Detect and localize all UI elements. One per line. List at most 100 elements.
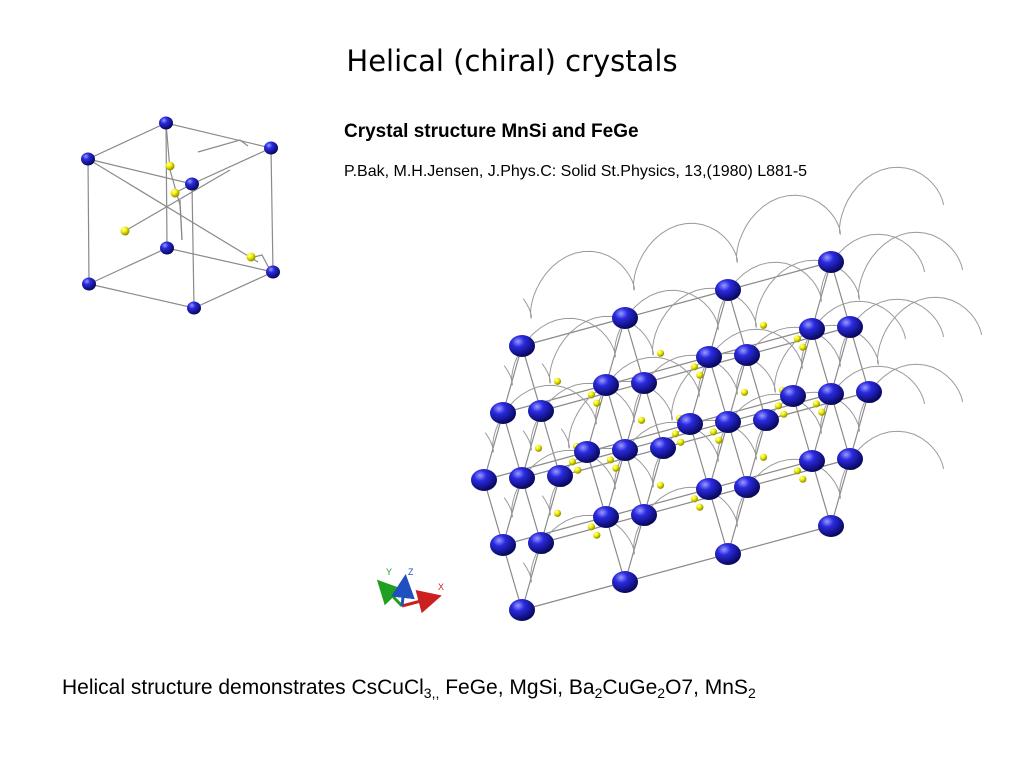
lattice-bond [708, 356, 729, 423]
si-atom [740, 388, 749, 396]
si-atom [696, 503, 704, 511]
lattice-bond [811, 460, 832, 527]
lattice-bond [502, 345, 523, 414]
si-atom [715, 436, 723, 444]
mn-atom [612, 571, 638, 593]
si-atom [759, 453, 768, 461]
helix-path [541, 231, 963, 384]
lattice-bond [727, 354, 748, 423]
si-atom [534, 444, 543, 452]
mn-atom [547, 465, 573, 487]
lattice-bond [521, 317, 626, 347]
mn-atom [696, 478, 722, 500]
lattice-bond [792, 328, 813, 397]
footer-sub-1: 3,, [423, 685, 440, 701]
lattice-bond [708, 289, 729, 358]
lattice-bond [830, 326, 851, 395]
reference-citation: P.Bak, M.H.Jensen, J.Phys.C: Solid St.Ph… [344, 163, 808, 180]
x-axis-arrow [401, 590, 442, 614]
helix-path [522, 166, 944, 319]
footer-sub-3: 2 [657, 685, 666, 701]
si-atom [780, 410, 788, 418]
lattice-bond [830, 261, 851, 328]
y-axis-label: Y [386, 567, 392, 577]
lattice-bond [502, 544, 523, 611]
lattice-bond [811, 393, 832, 462]
si-atom [606, 456, 615, 464]
si-atom [587, 391, 596, 399]
lattice-bond [811, 261, 832, 330]
lattice-bond [624, 289, 729, 319]
mn-atom [753, 409, 779, 431]
mn-atom [677, 413, 703, 435]
si-atom [812, 400, 821, 408]
si-atom [818, 408, 826, 416]
mn-atom [856, 381, 882, 403]
lattice-bond [521, 345, 542, 412]
lattice-bond [483, 412, 504, 481]
lattice-bond [727, 289, 748, 356]
lattice-bond [483, 479, 504, 546]
slide-title: Helical (chiral) crystals [346, 44, 678, 78]
mn-atom [490, 402, 516, 424]
mn-atom [509, 467, 535, 489]
footer-text: Helical structure demonstrates CsCuCl3,,… [62, 676, 756, 700]
lattice-bond [643, 447, 664, 516]
lattice-bond [624, 553, 729, 583]
lattice-bond [605, 356, 710, 386]
footer-part-3: CuGe [602, 676, 658, 699]
mn-atom [528, 532, 554, 554]
mn-atom [593, 374, 619, 396]
z-axis-label: Z [408, 567, 414, 577]
si-atom [774, 402, 783, 410]
lattice-bond [586, 384, 607, 453]
lattice-bond [624, 317, 645, 384]
si-atom [553, 509, 562, 517]
lattice-bond [502, 516, 607, 546]
si-atom [696, 371, 704, 379]
lattice-bond [605, 317, 626, 386]
mn-atom [734, 344, 760, 366]
si-atom [574, 466, 582, 474]
mn-atom [799, 450, 825, 472]
mn-atom [715, 543, 741, 565]
lattice-bond [708, 488, 729, 555]
mn-atom [509, 335, 535, 357]
si-atom [709, 428, 718, 436]
mn-atom [574, 441, 600, 463]
axis-triad: X Y Z [376, 567, 444, 614]
z-axis-arrow [391, 574, 415, 607]
lattice-bond [727, 486, 748, 555]
mn-atom [818, 383, 844, 405]
si-atom [799, 343, 807, 351]
footer-part-4: O7, MnS [665, 676, 748, 699]
lattice-bond [483, 451, 588, 481]
lattice-bond [586, 423, 691, 453]
lattice-bond [605, 449, 626, 518]
si-atom [690, 363, 699, 371]
lattice-bond [689, 423, 710, 490]
mn-atom [631, 372, 657, 394]
lattice-bond [708, 460, 813, 490]
mn-atom [650, 437, 676, 459]
mn-atom [593, 506, 619, 528]
si-atom [671, 430, 680, 438]
lattice-bond [689, 395, 794, 425]
mn-atom [780, 385, 806, 407]
lattice-bond [708, 328, 813, 358]
si-atom [593, 399, 601, 407]
lattice-bond [811, 328, 832, 395]
mn-atom [631, 504, 657, 526]
footer-part-2: FeGe, MgSi, Ba [439, 676, 595, 699]
mn-atom [818, 515, 844, 537]
mn-atom [715, 279, 741, 301]
mn-atom [837, 448, 863, 470]
lattice-bond [605, 488, 710, 518]
unit-cell-diagram [81, 116, 280, 315]
si-atom [677, 438, 685, 446]
y-axis-arrow [376, 579, 404, 608]
lattice-bond [586, 451, 607, 518]
si-atom [587, 523, 596, 531]
lattice-bond [708, 421, 729, 490]
